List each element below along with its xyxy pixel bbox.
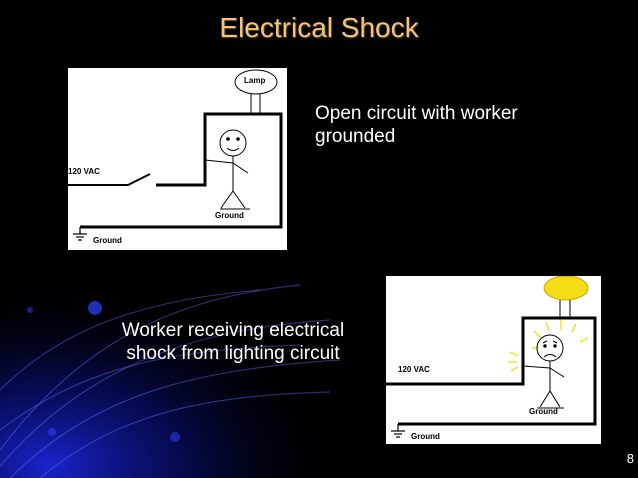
shocked-worker-figure — [522, 334, 565, 409]
circuit-ground-label: Ground — [93, 236, 122, 245]
slide-title: Electrical Shock — [219, 12, 419, 43]
worker-figure — [204, 129, 250, 210]
ground-symbol — [391, 424, 405, 438]
voltage-label: 120 VAC — [68, 167, 100, 176]
lamp-label: Lamp — [244, 76, 265, 85]
caption-open-circuit: Open circuit with worker grounded — [315, 103, 518, 147]
page-number: 8 — [626, 451, 634, 466]
lamp — [234, 69, 278, 95]
circuit-ground-label: Ground — [411, 432, 440, 441]
caption-shock: Worker receiving electrical shock from l… — [121, 320, 345, 364]
open-switch — [68, 173, 151, 186]
open-circuit-diagram: Lamp 120 VAC Ground Ground — [68, 68, 287, 250]
ground-symbol — [73, 227, 87, 241]
worker-ground-label: Ground — [529, 407, 558, 416]
voltage-label: 120 VAC — [398, 365, 430, 374]
circuit-wire — [80, 112, 283, 229]
lit-lamp — [543, 276, 589, 301]
circuit-wire — [386, 316, 597, 426]
worker-ground-label: Ground — [215, 211, 244, 220]
shock-rays — [508, 320, 589, 372]
shock-circuit-diagram: 120 VAC Ground — [386, 276, 601, 444]
